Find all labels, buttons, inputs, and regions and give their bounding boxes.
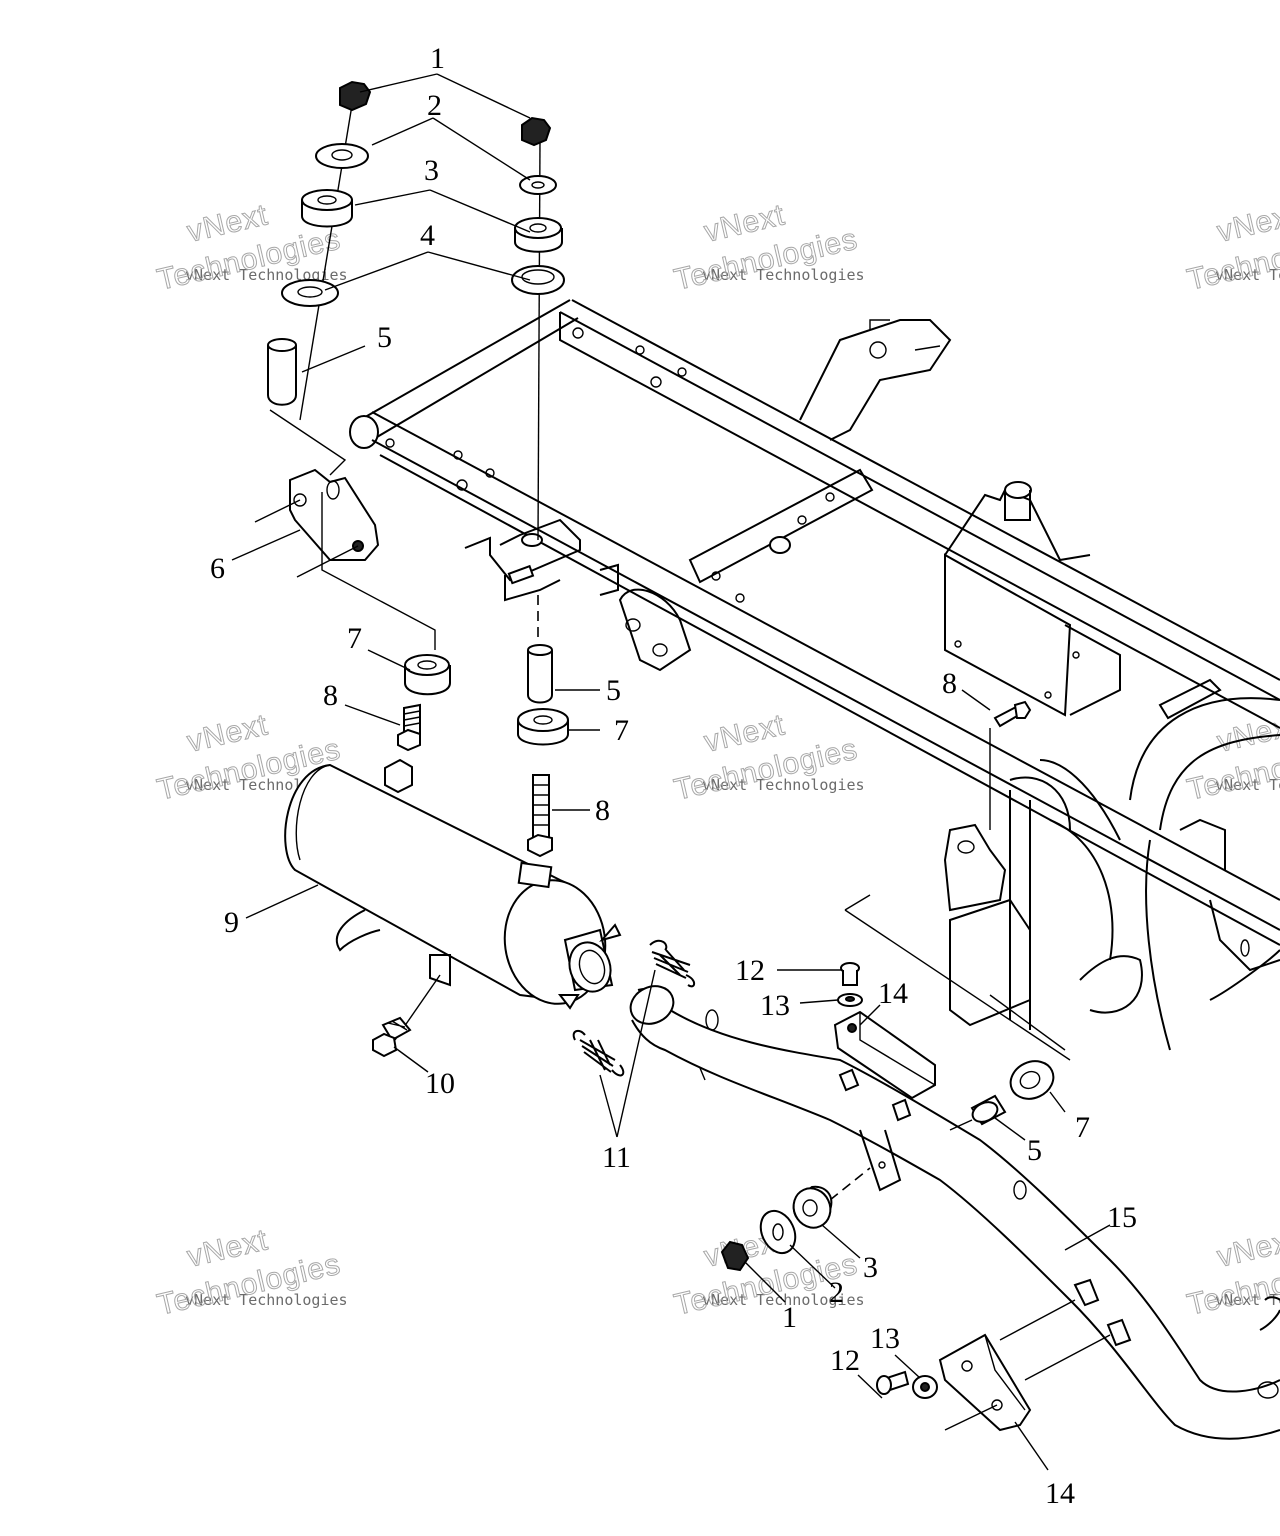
spacer-part-5-right <box>970 1094 1007 1126</box>
callout-8-right: 8 <box>942 667 957 700</box>
svg-text:vNext Technologies: vNext Technologies <box>1215 266 1280 284</box>
svg-text:vNext: vNext <box>1214 708 1280 759</box>
svg-text:vNext Technologies: vNext Technologies <box>702 776 865 794</box>
callout-7-right: 7 <box>1075 1111 1090 1144</box>
callout-5-left: 5 <box>377 321 392 354</box>
spring-part-11-lower <box>572 1029 625 1077</box>
grommet-part-7-left <box>404 654 451 696</box>
bolt-part-12-upper <box>840 962 860 986</box>
bolt-part-10 <box>372 1016 412 1058</box>
frame-assembly <box>349 299 1280 1051</box>
callout-12-lower: 12 <box>830 1344 860 1377</box>
svg-text:vNext Technologies: vNext Technologies <box>185 1291 348 1309</box>
callout-10: 10 <box>425 1067 455 1100</box>
callout-5-right: 5 <box>1027 1134 1042 1167</box>
callout-1-top: 1 <box>430 42 445 75</box>
callout-13-lower: 13 <box>870 1322 900 1355</box>
rail-bracket <box>464 518 619 602</box>
nut-part-1-lower <box>720 1240 750 1272</box>
callouts: 1 2 3 4 5 6 7 8 5 7 8 8 9 10 11 12 13 14… <box>210 42 1137 1510</box>
callout-15: 15 <box>1107 1201 1137 1234</box>
callout-14-lower: 14 <box>1045 1477 1075 1510</box>
watermark: vNext vNext Technologies Technologies <box>154 1223 348 1323</box>
washer-part-2-lower <box>759 1209 797 1255</box>
right-mount-stack <box>511 116 565 541</box>
svg-text:vNext: vNext <box>1214 1223 1280 1274</box>
svg-text:vNext: vNext <box>1214 198 1280 249</box>
callout-9: 9 <box>224 906 239 939</box>
washer-part-13-lower <box>912 1375 938 1399</box>
grommet-part-7-right <box>1009 1060 1055 1100</box>
callout-13-upper: 13 <box>760 989 790 1022</box>
callout-14-upper: 14 <box>878 977 908 1010</box>
callout-2-lower: 2 <box>829 1276 844 1309</box>
washer-part-4-left <box>281 279 339 307</box>
watermark-layer: vNext vNext Technologies Technologies vN… <box>154 198 1280 1323</box>
watermark: vNext vNext Technologies Technologies <box>671 708 865 808</box>
callout-12-upper: 12 <box>735 954 765 987</box>
callout-3-lower: 3 <box>863 1251 878 1284</box>
grommet-part-3-lower <box>792 1185 833 1229</box>
spacer-part-5-left <box>267 338 297 406</box>
callout-7-center: 7 <box>614 714 629 747</box>
svg-text:vNext Technologies: vNext Technologies <box>1215 1291 1280 1309</box>
left-mount-stack <box>267 80 372 476</box>
washer-part-2-left <box>315 143 369 169</box>
grommet-part-7-center <box>517 708 569 746</box>
callout-7-left: 7 <box>347 622 362 655</box>
watermark: vNext vNext Technologies Technologies <box>1184 198 1280 298</box>
heat-shield-plate-part-6 <box>254 468 436 650</box>
muffler-part-9 <box>284 758 622 1041</box>
pipe-bracket-part-14-lower <box>938 1299 1111 1432</box>
callout-11: 11 <box>602 1141 631 1174</box>
watermark: vNext vNext Technologies Technologies <box>1184 1223 1280 1323</box>
callout-8-center: 8 <box>595 794 610 827</box>
bolt-part-12-lower <box>876 1370 910 1395</box>
callout-4: 4 <box>420 219 435 252</box>
callout-5-center: 5 <box>606 674 621 707</box>
svg-text:vNext Technologies: vNext Technologies <box>1215 776 1280 794</box>
callout-6: 6 <box>210 552 225 585</box>
callout-8-left: 8 <box>323 679 338 712</box>
callout-2-top: 2 <box>427 89 442 122</box>
callout-1-lower: 1 <box>782 1301 797 1334</box>
nut-part-1-left <box>339 80 372 112</box>
bolt-part-8-right <box>989 700 1032 830</box>
spring-part-11-upper <box>649 939 696 988</box>
watermark: vNext vNext Technologies Technologies <box>671 198 865 298</box>
muffler-top-lug <box>384 758 553 889</box>
svg-text:vNext Technologies: vNext Technologies <box>702 266 865 284</box>
grommet-part-3-left <box>301 189 353 228</box>
exhaust-pipe-part-15 <box>629 985 1280 1440</box>
nut-part-1-right <box>521 116 552 147</box>
washer-part-13-upper <box>837 993 863 1007</box>
bolt-part-8-left <box>397 703 421 752</box>
spacer-part-5-center <box>527 644 553 704</box>
pipe-bracket-part-14-upper <box>833 894 1071 1122</box>
callout-3-top: 3 <box>424 154 439 187</box>
bolt-part-8-center <box>527 774 553 858</box>
washer-part-2-right <box>519 175 557 195</box>
leader-lines <box>231 73 1111 1471</box>
muffler-outlet <box>557 923 622 1010</box>
grommet-part-3-right <box>514 217 563 253</box>
